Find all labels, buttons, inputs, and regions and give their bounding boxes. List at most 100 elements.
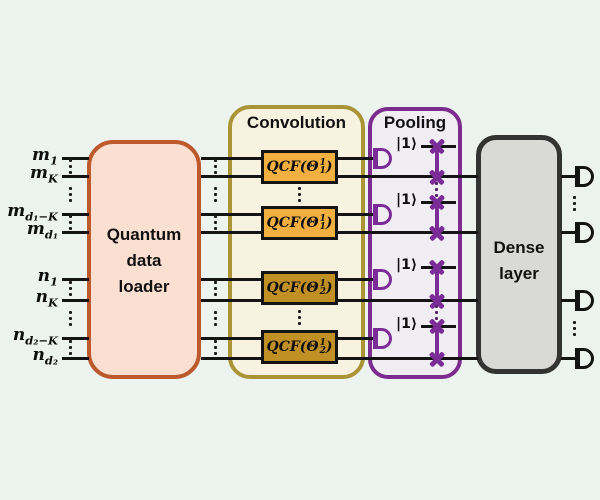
loader-line3: loader (118, 277, 170, 296)
input-label-nd2K: nd₂−K (0, 324, 58, 346)
pooling-title: Pooling (383, 113, 447, 132)
swap-connector (435, 326, 439, 360)
wire (201, 299, 262, 302)
input-label-md1K: md₁−K (0, 200, 58, 222)
wire (201, 157, 262, 160)
wire (561, 299, 577, 302)
qcf-prefix: QCF(Θ (266, 280, 319, 296)
label-sub: 1 (49, 153, 58, 168)
label-base: m (31, 145, 50, 165)
dense-line2: layer (499, 264, 539, 283)
qcf-suffix: ) (325, 159, 333, 175)
ellipsis-dots (214, 215, 217, 218)
wire (337, 231, 478, 234)
wire (561, 357, 577, 360)
wire (337, 357, 478, 360)
wire (62, 299, 89, 302)
ket-one-label: |1⟩ (396, 192, 418, 208)
output-measure-icon (575, 166, 594, 187)
ellipsis-dots (214, 340, 217, 343)
qcf-prefix: QCF(Θ (266, 159, 319, 175)
input-label-md1: md₁ (0, 218, 58, 240)
wire (337, 299, 478, 302)
qcf-sub: 2 (319, 346, 326, 356)
label-sub: 1 (49, 274, 58, 289)
label-sub: K (48, 171, 58, 186)
ellipsis-dots (214, 311, 217, 314)
label-sub: d₁−K (25, 209, 58, 224)
wire (201, 337, 262, 340)
output-measure-icon (575, 222, 594, 243)
input-label-mK: mK (0, 162, 58, 184)
wire (62, 231, 89, 234)
qcf-sup: 1 (319, 279, 326, 289)
swap-x-icon (429, 138, 445, 154)
input-label-nK: nK (0, 286, 58, 308)
wire (62, 357, 89, 360)
convolution-title: Convolution (246, 113, 347, 132)
wire (337, 278, 377, 281)
ellipsis-dots (69, 340, 72, 343)
input-label-n1: n1 (0, 265, 58, 287)
wire (337, 157, 377, 160)
wire (62, 157, 89, 160)
label-sub: K (48, 295, 58, 310)
wire (62, 337, 89, 340)
measure-icon (373, 269, 392, 290)
ellipsis-dots (214, 159, 217, 162)
swap-x-icon (429, 318, 445, 334)
ket-one-label: |1⟩ (396, 316, 418, 332)
wire (201, 357, 262, 360)
quantum-data-loader-box (87, 140, 201, 379)
ellipsis-dots (435, 182, 438, 185)
qcf-sub: 1 (319, 166, 326, 176)
measure-icon (373, 204, 392, 225)
wire (337, 175, 478, 178)
swap-connector (435, 146, 439, 178)
qcf-sub: 1 (319, 222, 326, 232)
dense-line1: Dense (493, 238, 545, 257)
ket-one-label: |1⟩ (396, 136, 418, 152)
qcf-sup: 1 (319, 214, 326, 224)
swap-connector (435, 267, 439, 302)
wire (62, 175, 89, 178)
label-base: n (35, 287, 48, 307)
label-base: m (30, 163, 48, 183)
label-base: n (37, 266, 50, 286)
measure-icon (373, 148, 392, 169)
label-base: n (12, 325, 26, 345)
swap-x-icon (429, 351, 445, 367)
qcf-prefix: QCF(Θ (266, 215, 319, 231)
ket-one-label: |1⟩ (396, 257, 418, 273)
output-measure-icon (575, 290, 594, 311)
wire (201, 213, 262, 216)
wire (62, 213, 89, 216)
wire (62, 278, 89, 281)
swap-x-icon (429, 259, 445, 275)
quantum-data-loader-label: Quantum data loader (87, 222, 201, 300)
wire (201, 231, 262, 234)
wire (561, 231, 577, 234)
ellipsis-dots (69, 159, 72, 162)
label-base: m (7, 201, 26, 221)
label-base: n (32, 345, 45, 365)
swap-x-icon (429, 194, 445, 210)
qcf-sup: 1 (319, 158, 326, 168)
loader-line1: Quantum (106, 225, 182, 244)
input-label-m1: m1 (0, 144, 58, 166)
ellipsis-dots (69, 215, 72, 218)
wire (337, 337, 377, 340)
ellipsis-dots (69, 187, 72, 190)
qcf-prefix: QCF(Θ (266, 339, 319, 355)
qcf-suffix: ) (325, 339, 333, 355)
qcf-suffix: ) (325, 280, 333, 296)
ellipsis-dots (214, 281, 217, 284)
ellipsis-dots (69, 311, 72, 314)
